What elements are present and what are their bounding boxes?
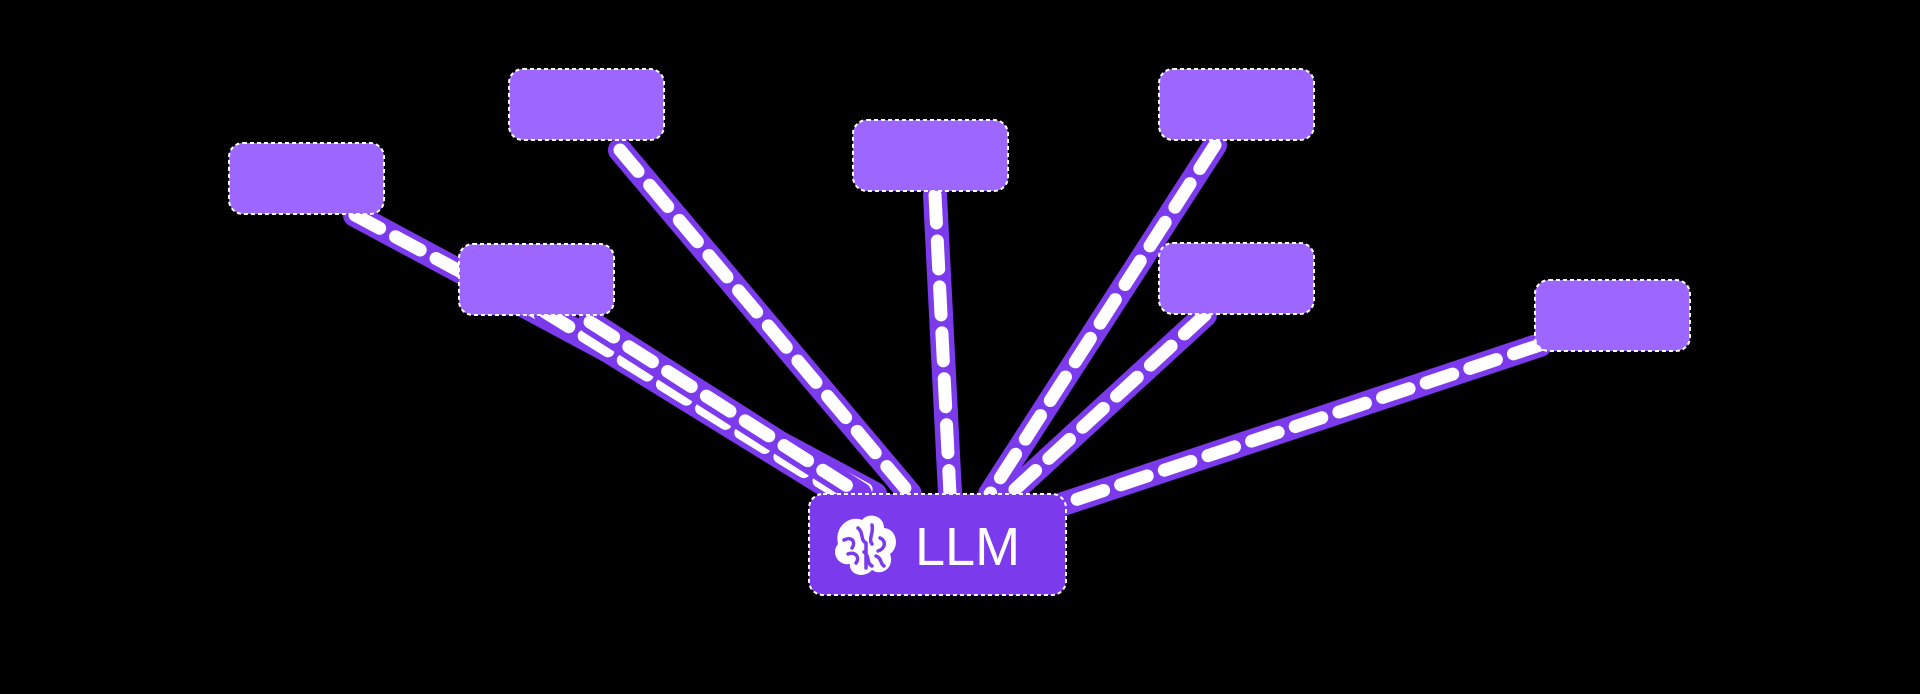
- node-box: [1158, 242, 1315, 315]
- llm-hub: LLM: [808, 493, 1067, 596]
- llm-hub-label: LLM: [915, 517, 1020, 577]
- edge-node-6: [998, 303, 1217, 506]
- edge-layer: [343, 133, 1552, 517]
- edge-node-5-b: [578, 310, 872, 506]
- edge-node-4: [978, 133, 1227, 506]
- edge-node-3: [923, 183, 962, 506]
- node-box: [1534, 279, 1691, 352]
- brain-icon: [835, 515, 896, 575]
- edge-node-7: [1048, 333, 1552, 517]
- node-layer: [228, 68, 1691, 352]
- node-box: [228, 142, 385, 215]
- node-box: [458, 243, 615, 316]
- node-box: [1158, 68, 1315, 141]
- node-box: [852, 119, 1009, 192]
- node-box: [508, 68, 665, 141]
- edge-node-2: [608, 138, 922, 506]
